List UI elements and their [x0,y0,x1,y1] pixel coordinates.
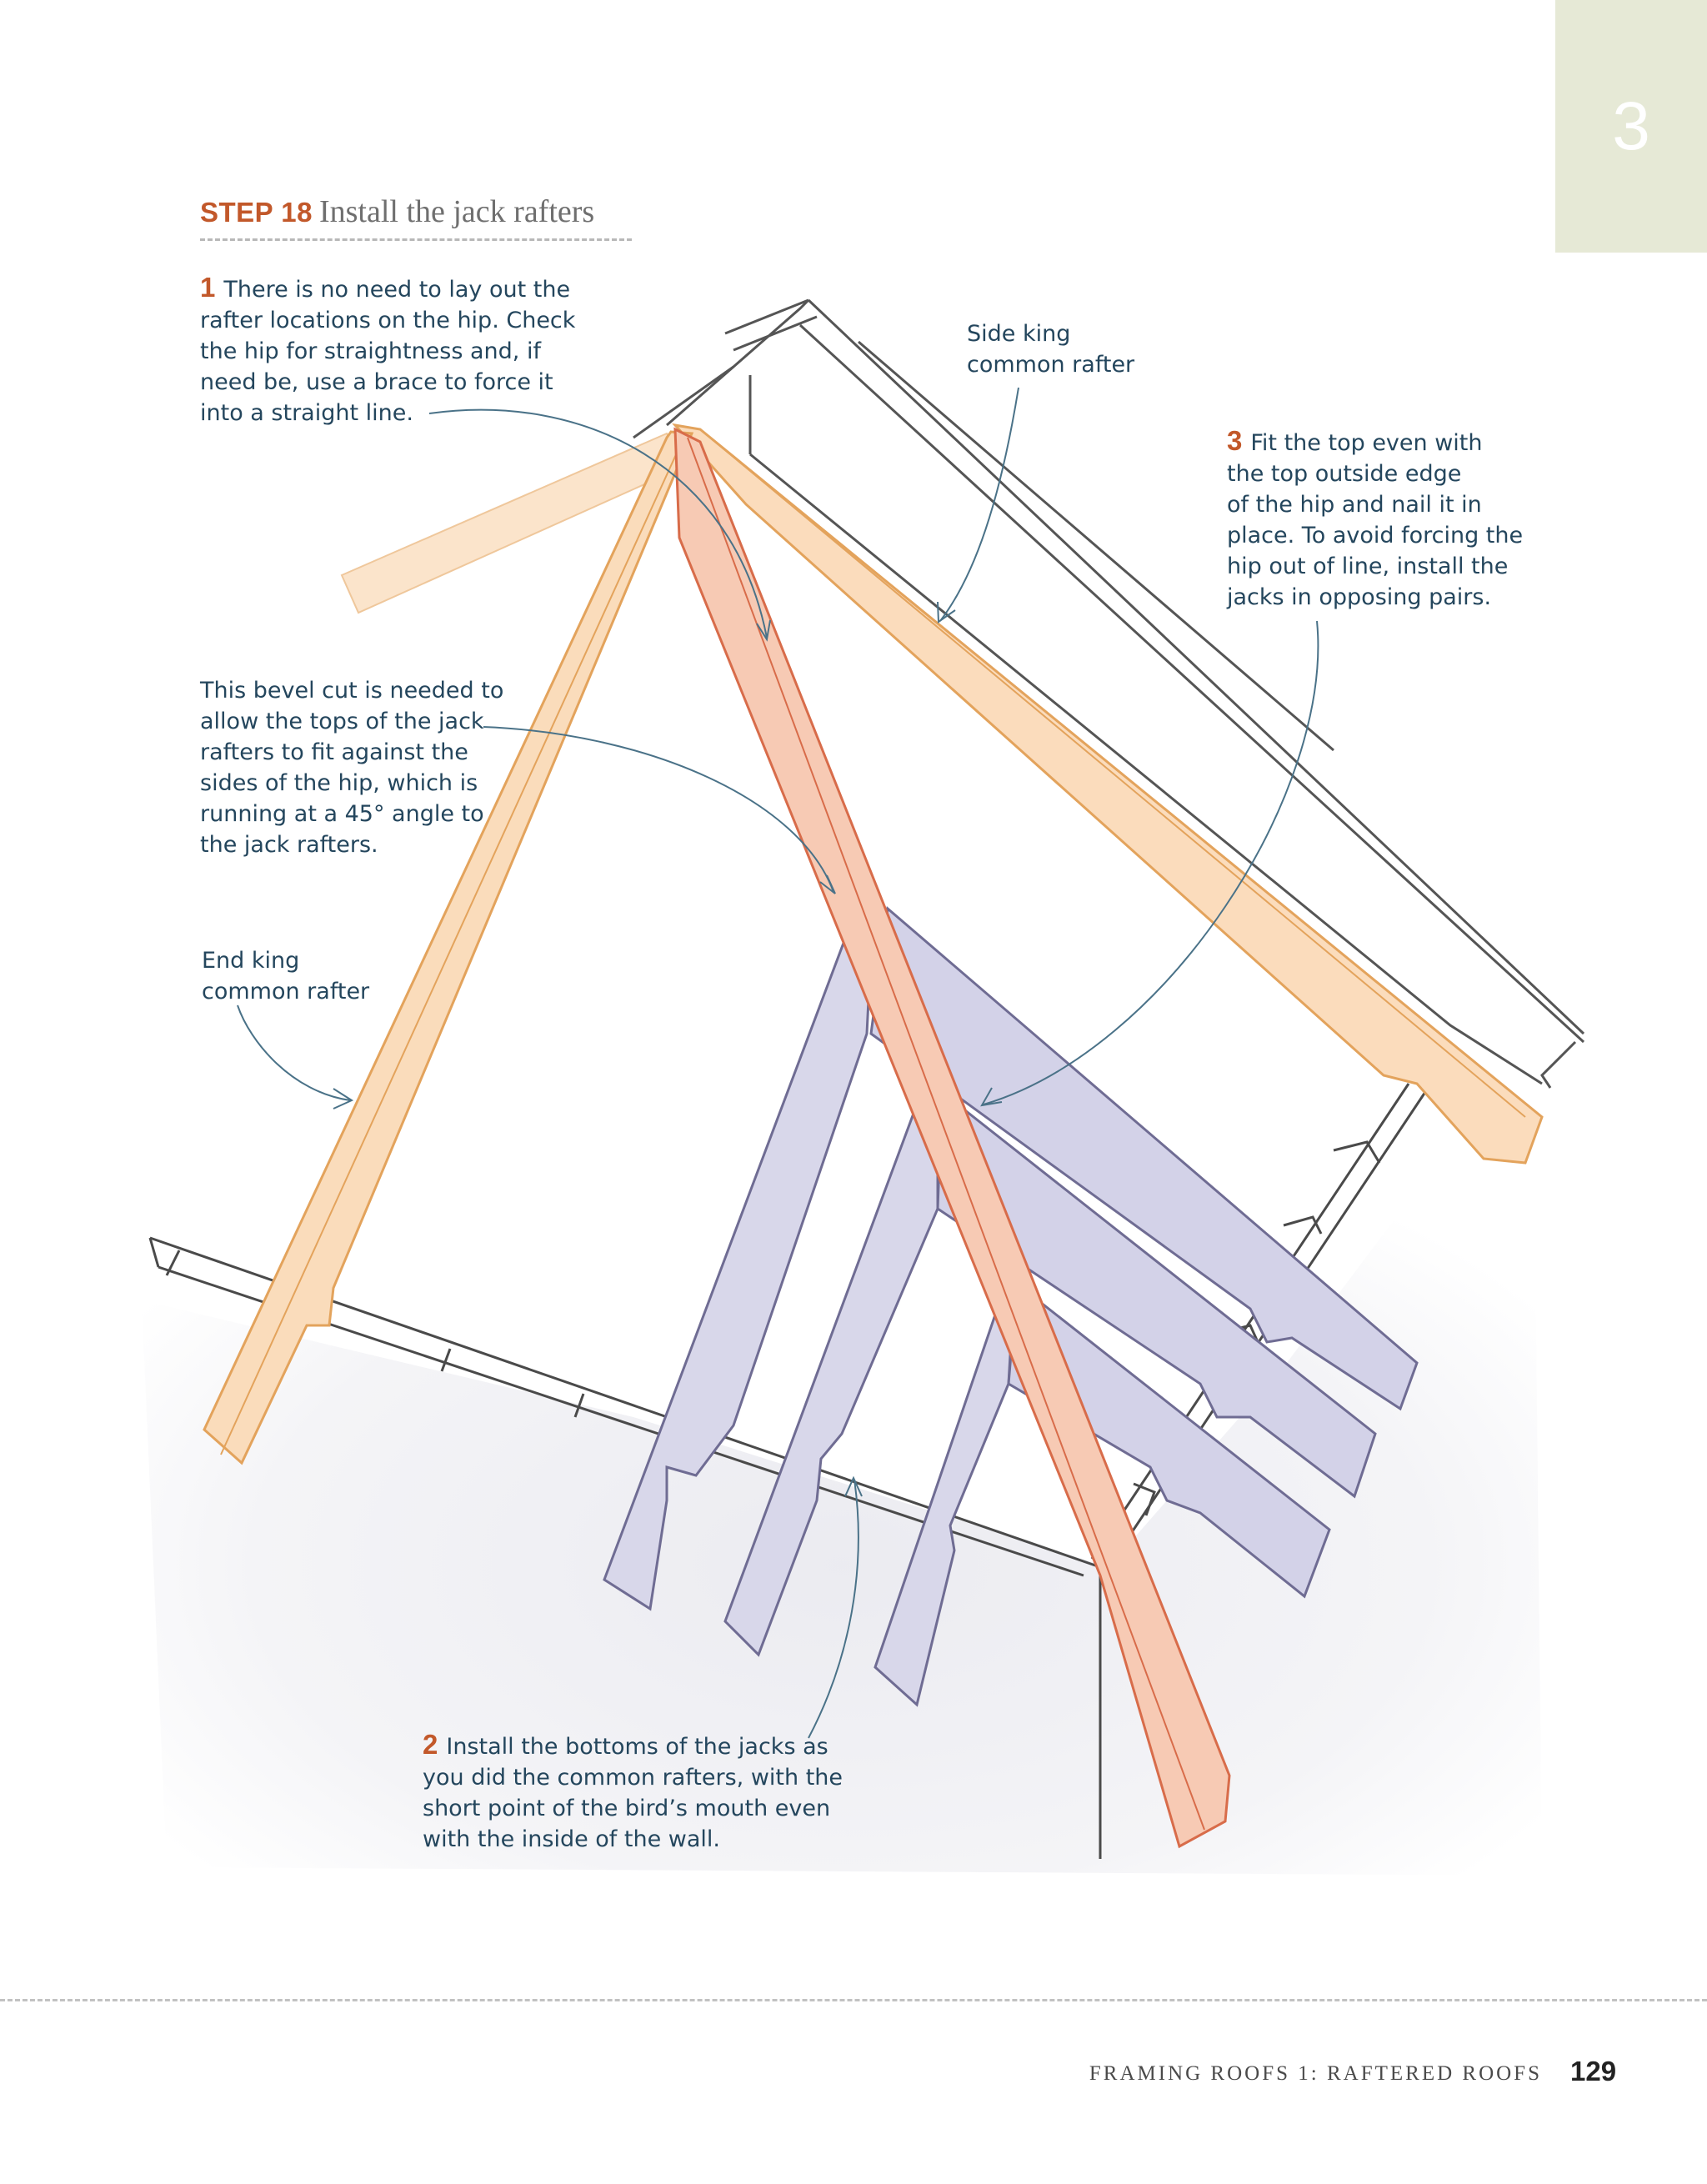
leader-side-king [939,387,1019,622]
note-3: 3 Fit the top even with the top outside e… [1227,425,1527,613]
note-side-king: Side king common rafter [967,318,1184,380]
leader-bevel [483,726,834,893]
note-1-line-4: need be, use a brace to force it [200,369,553,395]
note-1-line-5: into a straight line. [200,400,413,426]
note-2-number: 2 [423,1729,438,1760]
note-2-line-2: you did the common rafters, with the [423,1765,843,1791]
note-3-line-1: Fit the top even with [1250,430,1483,456]
chapter-number: 3 [1612,88,1650,164]
note-bevel-line-3: rafters to fit against the [200,739,468,765]
note-end-king-line-1: End king [202,948,300,974]
note-3-line-2: the top outside edge [1227,461,1462,487]
leader-note3 [983,620,1319,1105]
note-1: 1 There is no need to lay out the rafter … [200,272,583,428]
footer-divider [0,1999,1707,2001]
note-end-king: End king common rafter [202,945,418,1007]
hip-rafter [673,427,1231,1849]
note-1-number: 1 [200,272,216,303]
note-bevel-line-2: allow the tops of the jack [200,709,484,734]
leader-arrowheads [333,601,1003,1497]
leader-end-king [237,1004,351,1101]
leader-note1 [428,408,768,639]
ridge-board [633,298,1585,1089]
note-2-line-4: with the inside of the wall. [423,1826,720,1852]
note-3-line-6: jacks in opposing pairs. [1227,584,1492,610]
step-title: Install the jack rafters [318,194,595,229]
note-3-line-3: of the hip and nail it in [1227,492,1482,518]
note-3-line-4: place. To avoid forcing the [1227,523,1524,549]
note-2-line-3: short point of the bird’s mouth even [423,1796,831,1821]
note-end-king-line-2: common rafter [202,979,370,1004]
leader-note2 [808,1479,859,1739]
step-number: STEP 18 [200,197,313,228]
note-1-line-2: rafter locations on the hip. Check [200,308,576,333]
note-3-line-5: hip out of line, install the [1227,554,1509,579]
chapter-tab: 3 [1555,0,1707,253]
note-bevel-line-5: running at a 45° angle to [200,801,484,827]
note-3-number: 3 [1227,425,1243,456]
running-head: FRAMING ROOFS 1: RAFTERED ROOFS [1089,2062,1542,2085]
note-side-king-line-2: common rafter [967,352,1135,378]
note-1-line-1: There is no need to lay out the [223,277,571,303]
note-bevel: This bevel cut is needed to allow the to… [200,675,550,860]
leader-lines [237,387,1319,1739]
note-1-line-3: the hip for straightness and, if [200,338,541,364]
note-2-line-1: Install the bottoms of the jacks as [446,1734,828,1760]
note-2: 2 Install the bottoms of the jacks as you… [423,1729,856,1855]
side-king-common-rafter [672,423,1544,1165]
note-bevel-line-1: This bevel cut is needed to [200,678,504,704]
page-number: 129 [1570,2056,1617,2086]
note-bevel-line-6: the jack rafters. [200,832,378,858]
note-bevel-line-4: sides of the hip, which is [200,770,478,796]
side-jack-rafters [869,906,1419,1599]
note-side-king-line-1: Side king [967,321,1071,347]
